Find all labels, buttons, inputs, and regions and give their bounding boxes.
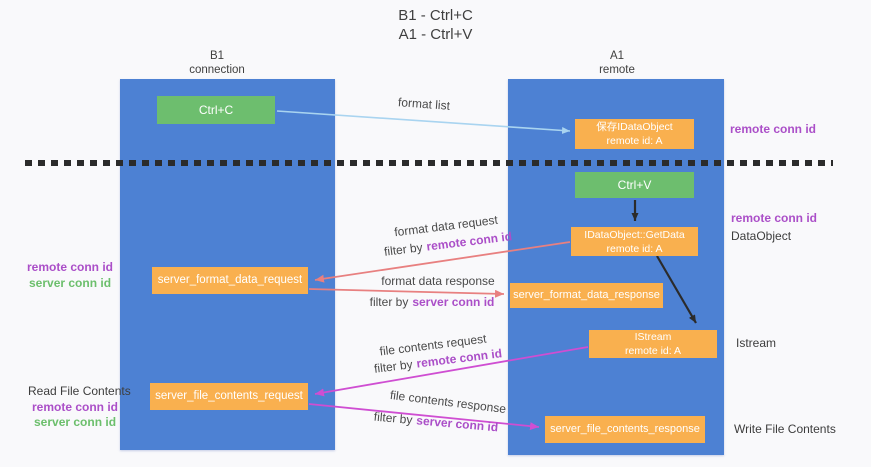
ctrl-c-box: Ctrl+C [157, 96, 275, 124]
lifeline-b1-role: connection [189, 64, 245, 76]
filter-by-text: filter by [369, 295, 409, 309]
dataobject-label: DataObject [731, 229, 792, 243]
idataobject-getdata-box: IDataObject::GetData remote id: A [571, 227, 698, 256]
server-format-data-request-label: server_format_data_request [157, 274, 303, 286]
server-file-contents-request-label: server_file_contents_request [155, 390, 303, 402]
write-file-contents-label: Write File Contents [734, 422, 836, 436]
save-idataobject-box: 保存IDataObject remote id: A [575, 119, 694, 149]
lifeline-b1-name: B1 [209, 50, 225, 62]
server-conn-id-label-left-mid: server conn id [29, 276, 112, 290]
remote-conn-id-label-left-bottom: remote conn id [32, 400, 119, 414]
format-data-response-arrow [308, 288, 505, 298]
istream-line2: remote id: A [624, 345, 682, 357]
phase-separator-dashed-line [25, 160, 833, 166]
lifeline-header-b1: B1 connection [147, 49, 287, 77]
ctrl-c-label: Ctrl+C [198, 102, 234, 117]
server-file-contents-request-box: server_file_contents_request [150, 383, 308, 410]
lifeline-header-a1: A1 remote [547, 49, 687, 77]
idataobject-getdata-line1: IDataObject::GetData [584, 228, 685, 241]
format-data-response-label: format data response [381, 274, 495, 288]
ctrl-v-box: Ctrl+V [575, 172, 694, 198]
filter-by-text: filter by [373, 409, 414, 427]
server-conn-id-filter-text: server conn id [412, 295, 495, 309]
server-format-data-response-label: server_format_data_response [513, 289, 660, 301]
title-line-1: B1 - Ctrl+C [398, 7, 473, 24]
title-line-2: A1 - Ctrl+V [398, 26, 473, 43]
filter-by-text: filter by [383, 240, 424, 259]
filter-by-text: filter by [373, 357, 414, 376]
remote-conn-id-label-right-mid: remote conn id [731, 211, 818, 225]
save-idataobject-line2: remote id: A [606, 135, 663, 147]
server-conn-id-filter-text: server conn id [415, 413, 499, 435]
format-list-label: format list [397, 95, 451, 113]
istream-box: IStream remote id: A [589, 330, 717, 358]
remote-conn-id-label-right-top: remote conn id [730, 122, 817, 136]
server-file-contents-response-label: server_file_contents_response [550, 423, 700, 435]
server-file-contents-response-box: server_file_contents_response [545, 416, 705, 443]
read-file-contents-label: Read File Contents [28, 384, 131, 398]
idataobject-getdata-line2: remote id: A [606, 242, 663, 255]
lifeline-a1-role: remote [599, 64, 635, 76]
save-idataobject-line1: 保存IDataObject [596, 121, 673, 133]
server-format-data-response-box: server_format_data_response [510, 283, 663, 308]
ctrl-v-label: Ctrl+V [617, 177, 652, 192]
lifeline-a1-name: A1 [609, 50, 625, 62]
server-conn-id-label-left-bottom: server conn id [34, 415, 117, 429]
remote-conn-id-label-left-mid: remote conn id [27, 260, 114, 274]
istream-line1: IStream [634, 331, 672, 343]
diagram-title: B1 - Ctrl+C A1 - Ctrl+V [0, 6, 871, 44]
server-format-data-request-box: server_format_data_request [152, 267, 308, 294]
istream-side-label: Istream [736, 336, 777, 350]
